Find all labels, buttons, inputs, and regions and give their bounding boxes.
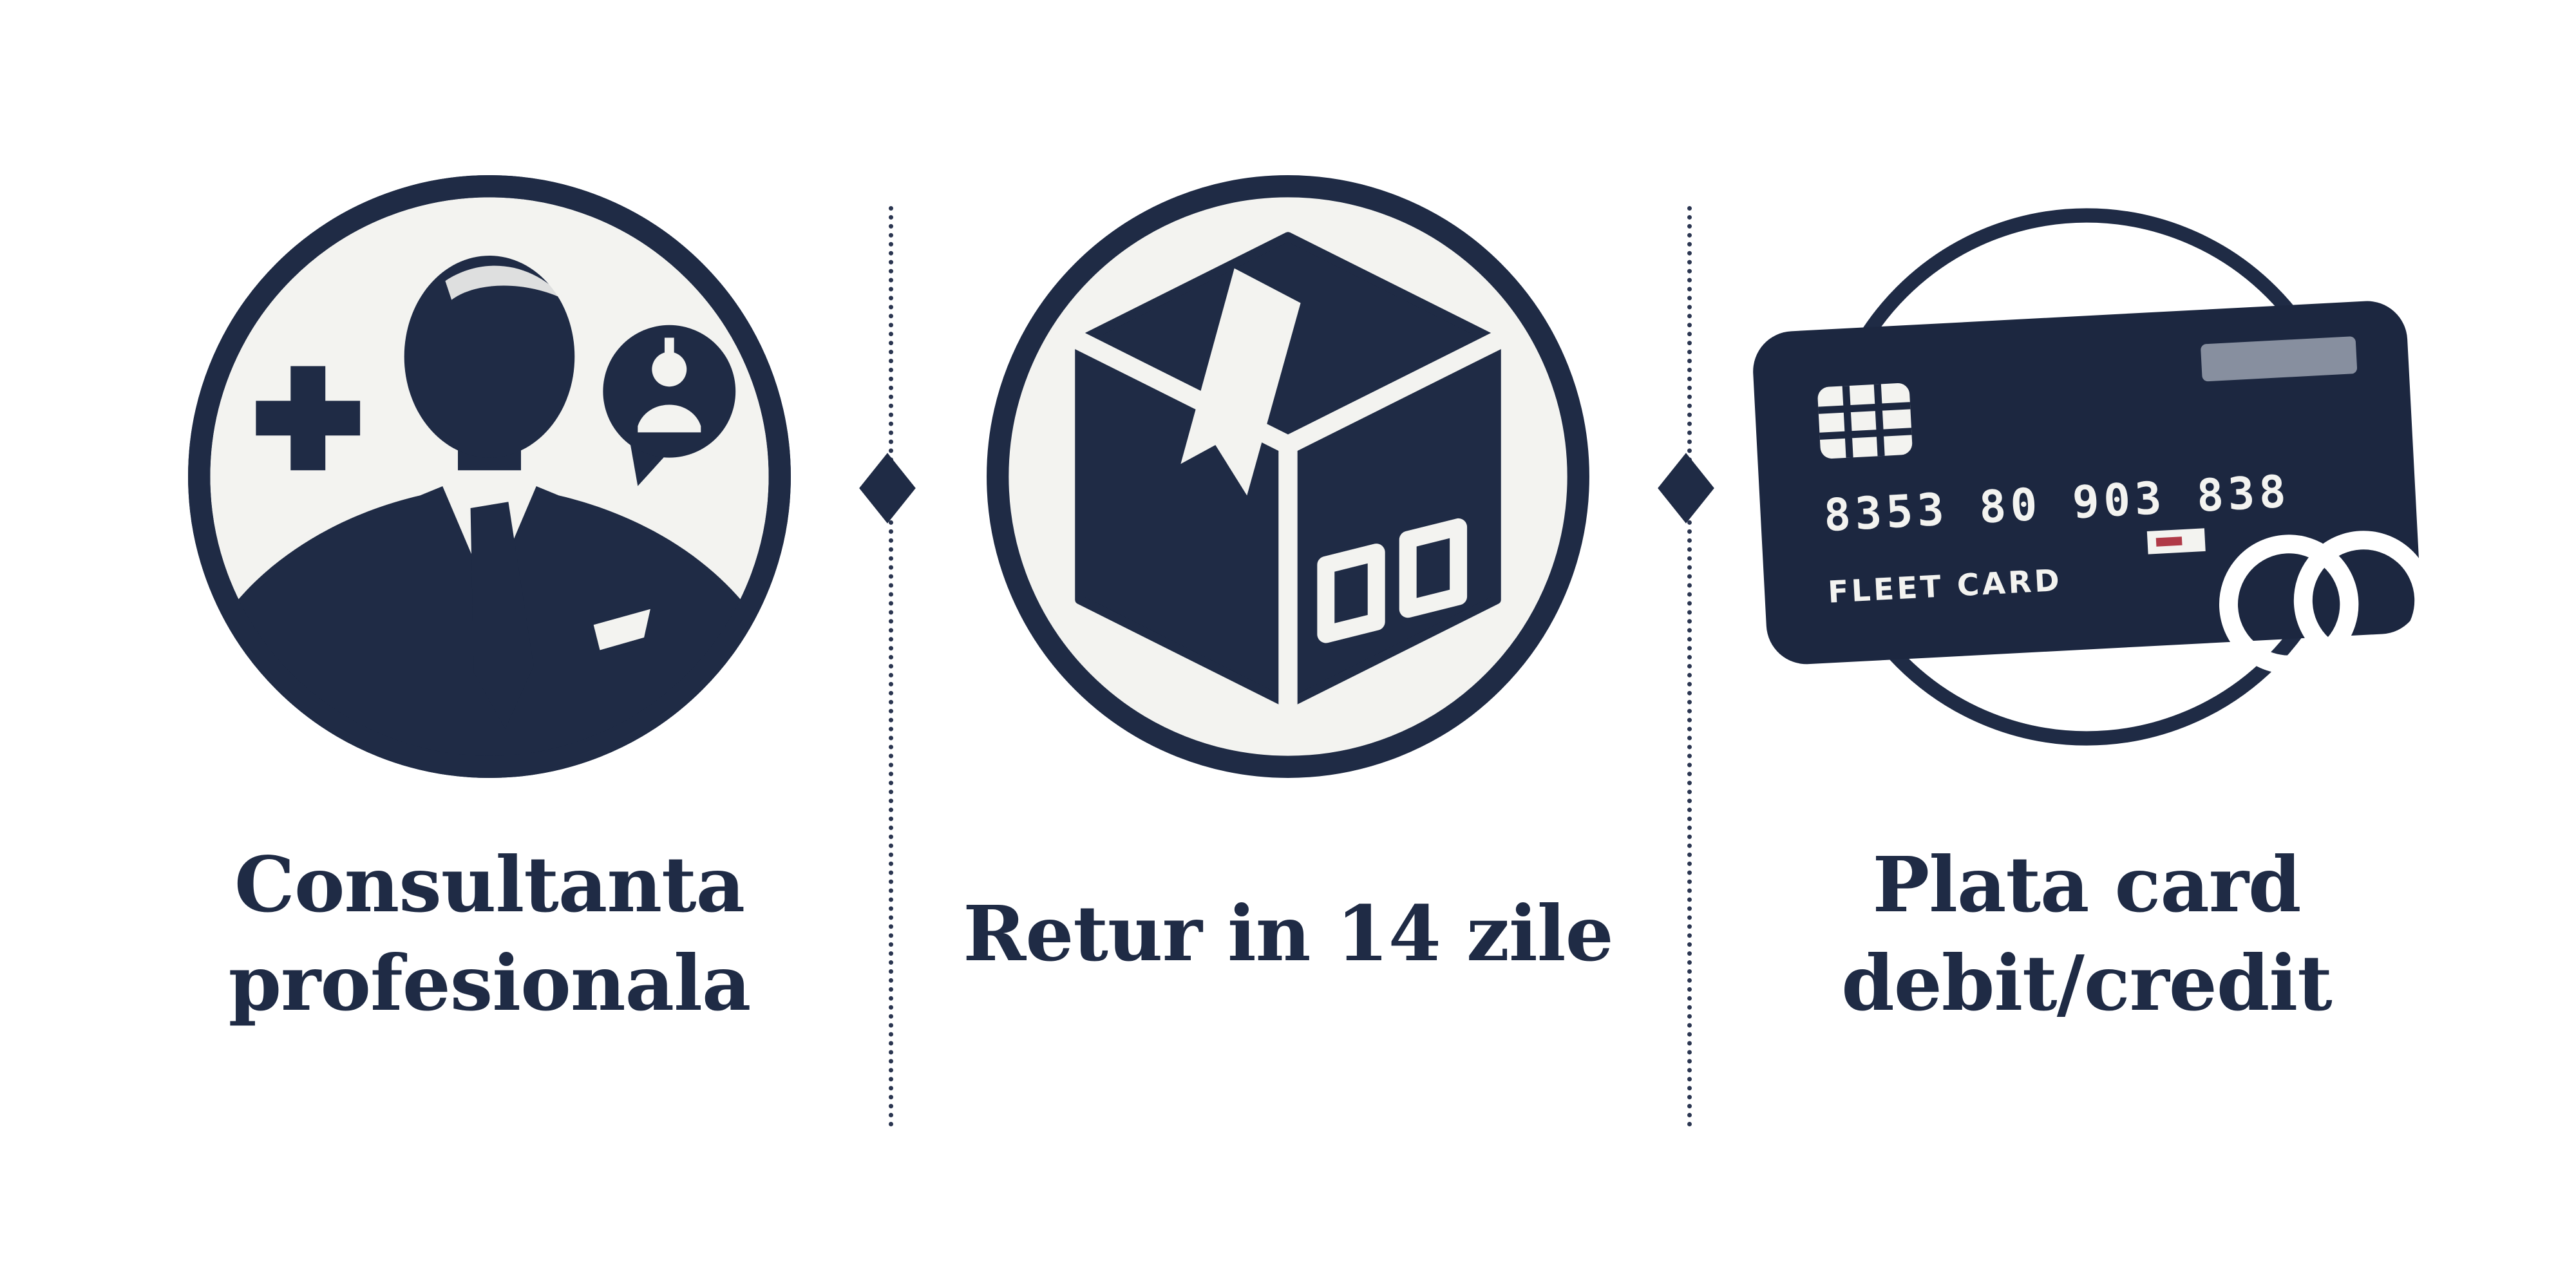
label-line: debit/credit [1841,938,2332,1028]
feature-label-consultanta: Consultanta profesionala [228,818,752,1050]
dotted-divider [859,206,916,1127]
credit-card-icon: 8353 80 903 838 FLEET CARD [1713,161,2460,792]
dotted-line [889,206,893,1127]
feature-label-plata: Plata card debit/credit [1841,818,2332,1050]
label-line: Consultanta [234,839,745,929]
consultant-icon [174,161,805,792]
label-line: profesionala [228,938,752,1028]
feature-label-retur: Retur in 14 zile [963,818,1613,1050]
feature-retur: Retur in 14 zile [908,161,1668,1050]
return-box-icon-svg [987,175,1589,778]
feature-consultanta: Consultanta profesionala [109,161,869,1050]
dotted-line [1687,206,1692,1127]
consultant-icon-svg [188,175,791,778]
feature-plata-card: 8353 80 903 838 FLEET CARD Plata card de… [1707,161,2467,1050]
return-box-icon [972,161,1604,792]
credit-card-icon-svg: 8353 80 903 838 FLEET CARD [1753,207,2434,746]
label-line: Plata card [1872,839,2301,929]
label-line: Retur in 14 zile [963,889,1613,979]
dotted-divider [1658,206,1715,1127]
